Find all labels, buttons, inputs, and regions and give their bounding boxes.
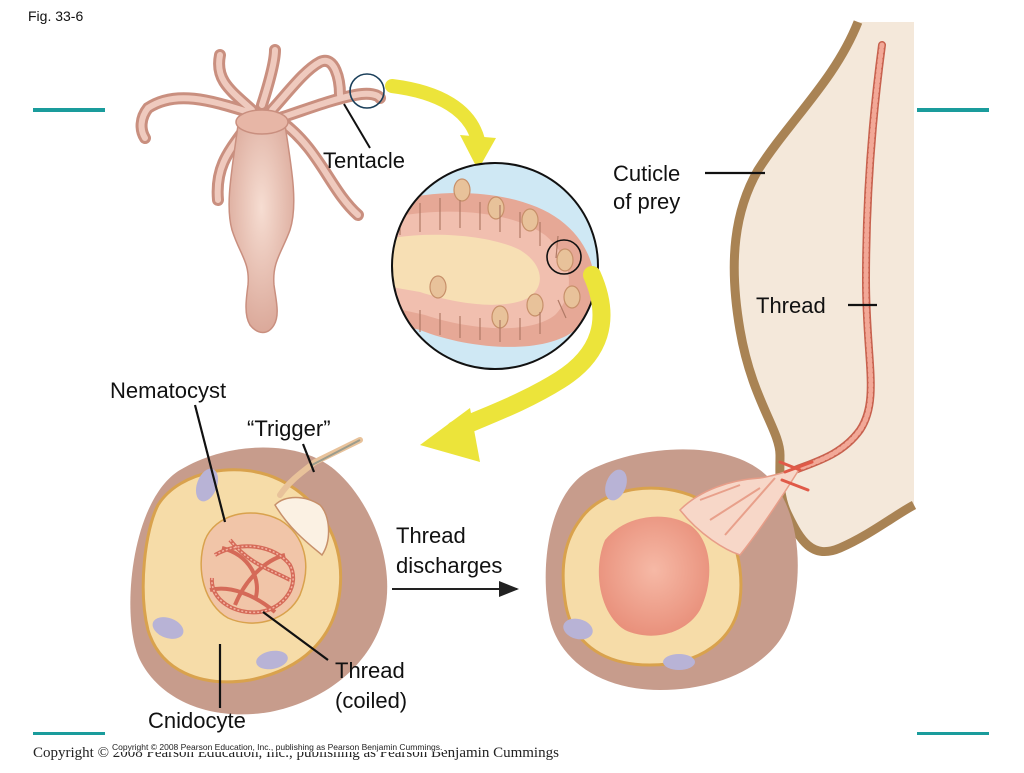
label-cnidocyte: Cnidocyte — [148, 708, 246, 733]
cnidocyte-coiled — [130, 437, 388, 715]
trigger-leader — [301, 443, 316, 473]
accent-line-top-right — [917, 108, 989, 112]
accent-line-top-left — [33, 108, 105, 112]
label-thread-coiled-line2: (coiled) — [335, 688, 408, 713]
label-thread-discharges-line2: discharges — [396, 553, 503, 578]
magnified-tentacle-lens — [391, 162, 599, 370]
discharged-thread — [791, 41, 886, 474]
cnidocyte-discharged — [545, 449, 814, 690]
label-cuticle-line1: Cuticle — [613, 161, 681, 186]
copyright-overlay: Copyright © 2008 Pearson Education, Inc.… — [110, 742, 445, 752]
slide-accent-lines — [33, 108, 989, 735]
figure-label: Fig. 33-6 — [28, 8, 84, 24]
tentacle-zoom-marker — [349, 73, 385, 109]
label-thread-discharges-line1: Thread — [396, 523, 466, 548]
nematocyst-leader — [193, 404, 227, 523]
leader-lines — [193, 171, 877, 708]
accent-line-bottom-right — [917, 732, 989, 735]
label-thread-right: Thread — [756, 293, 826, 318]
accent-line-bottom-left — [33, 732, 105, 735]
label-cuticle-line2: of prey — [613, 189, 681, 214]
yellow-arrow-bottom — [420, 266, 611, 462]
tentacle-leader — [343, 103, 371, 149]
label-nematocyst: Nematocyst — [110, 378, 227, 403]
thread-coiled-leader — [262, 611, 329, 661]
yellow-arrow-top — [385, 79, 496, 170]
label-thread-coiled-line1: Thread — [335, 658, 405, 683]
cnidocyte-zoom-marker — [546, 239, 582, 275]
label-trigger: “Trigger” — [247, 416, 331, 441]
label-tentacle: Tentacle — [323, 148, 405, 173]
hydra — [135, 44, 386, 334]
